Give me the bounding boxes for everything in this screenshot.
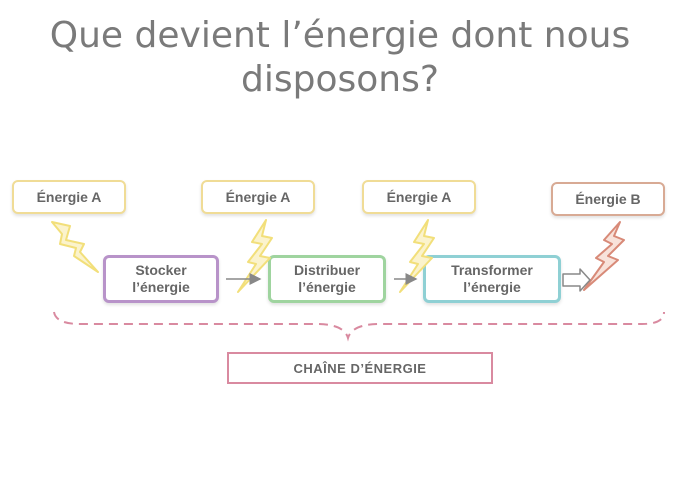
lightning-bolt-icon-1 xyxy=(51,221,99,273)
energy-a-box-1: Énergie A xyxy=(12,180,126,214)
energy-a-box-3: Énergie A xyxy=(362,180,476,214)
energy-chain-label: CHAÎNE D’ÉNERGIE xyxy=(227,352,493,384)
step-stocker: Stocker l’énergie xyxy=(103,255,219,303)
output-arrow xyxy=(562,268,591,292)
page-title: Que devient l’énergie dont nous disposon… xyxy=(49,15,631,100)
step-transformer: Transformer l’énergie xyxy=(423,255,561,303)
energy-b-box: Énergie B xyxy=(551,182,665,216)
energy-a-box-2: Énergie A xyxy=(201,180,315,214)
lightning-bolt-icon-3 xyxy=(399,219,435,293)
step-stocker-label: Stocker l’énergie xyxy=(132,262,190,295)
lightning-bolt-icon-2 xyxy=(237,219,273,293)
step-transformer-label: Transformer l’énergie xyxy=(451,262,533,295)
lightning-bolt-icon-red xyxy=(583,221,625,291)
chain-brace xyxy=(53,311,665,342)
step-distribuer-label: Distribuer l’énergie xyxy=(293,262,361,295)
step-distribuer: Distribuer l’énergie xyxy=(268,255,386,303)
